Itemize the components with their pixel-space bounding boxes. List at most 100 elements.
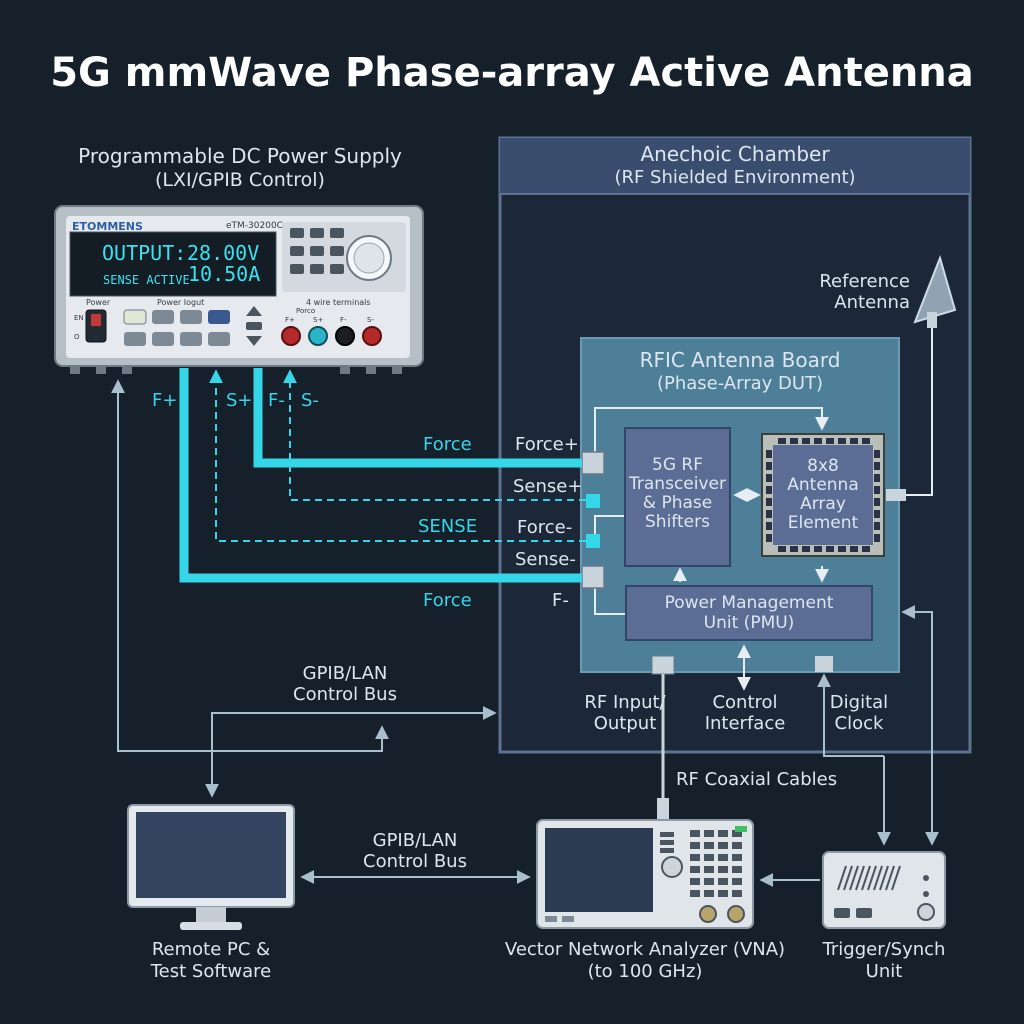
array-pad [838,546,846,552]
array-pad [802,438,810,444]
power-switch-rocker [91,314,101,326]
vna-key [690,842,700,849]
vent-slot [867,865,877,891]
vna-key [704,842,714,849]
port-label-force-minus: Force- [517,517,573,538]
port-label-sense-minus: Sense- [515,549,576,570]
digital-clock-label-2: Clock [834,713,884,734]
psu-power-label: Power [86,298,111,307]
array-pad [766,474,772,482]
array-pad [766,486,772,494]
chamber-subtitle: (RF Shielded Environment) [614,167,856,188]
array-pad [874,486,880,494]
bus-top-label-2: Control Bus [293,684,397,705]
page-title: 5G mmWave Phase-array Active Antenna [50,50,974,96]
vna-key [732,842,742,849]
pmu-block [625,585,873,641]
terminal-label-f-plus: F+ [285,316,295,324]
vna-key [732,890,742,897]
array-pad [766,462,772,470]
array-label-4: Element [787,513,859,533]
psu-keypad[interactable] [290,228,344,274]
psu-terminals[interactable] [281,326,382,346]
board-internal-trace [594,515,625,540]
board-internal-trace [594,585,625,615]
array-pad [802,546,810,552]
vna-key [718,842,728,849]
port-label-force-plus: Force+ [515,434,579,455]
array-pad [778,546,786,552]
array-pad [850,438,858,444]
wire-label-s-plus: S+ [226,390,253,411]
array-pad [850,546,858,552]
chamber-title: Anechoic Chamber [640,142,830,166]
vna-key [732,866,742,873]
board-subtitle: (Phase-Array DUT) [656,373,824,394]
vna-label-2: (to 100 GHz) [587,961,703,982]
trigger-label-2: Unit [865,961,903,982]
port-label-sense-plus: Sense+ [513,476,583,497]
vna-key [704,854,714,861]
transceiver-label-2: Transceiver [629,474,726,494]
vna-key [732,854,742,861]
pc-label-2: Test Software [150,961,272,982]
vna-key [718,866,728,873]
vna-key [704,866,714,873]
array-pad [874,498,880,506]
array-pad [826,546,834,552]
antenna-array-chip [761,433,885,557]
psu-brand-logo: ETOMMENS [72,220,143,233]
psu-force-small-label: Porco [296,307,316,315]
pc-label-1: Remote PC & [151,939,271,960]
wire-label-force-bottom: Force [423,590,472,611]
vent-slot [843,865,853,891]
terminal-label-s-minus: S- [367,316,374,324]
vna-key [732,878,742,885]
array-label-3: Array [800,494,846,514]
wire-label-f-plus: F+ [152,390,178,411]
vna-key [660,832,674,837]
pmu-label-2: Unit (PMU) [703,613,795,633]
array-pad [814,546,822,552]
reference-antenna-icon [913,254,957,328]
digital-clock-label-1: Digital [829,692,889,713]
vna-key [660,848,674,853]
port-force-plus [581,451,605,475]
trigger-to-clock [817,673,884,757]
psu-power-input-label: Power Iogut [157,298,205,307]
psu-current-readout: 10.50A [188,262,261,286]
array-pad [766,450,772,458]
transceiver-label-4: Shifters [645,512,710,532]
trigger-to-pmu [901,605,939,846]
control-interface-label-2: Interface [704,713,786,734]
vna-key [690,830,700,837]
wire-label-s-minus: S- [301,390,319,411]
rf-connector [651,655,675,675]
vna-key [718,878,728,885]
vent-slot [879,865,889,891]
vna-key [718,890,728,897]
psu-voltage-readout: 28.00V [187,241,260,265]
vna-key [718,830,728,837]
array-pad [766,510,772,518]
rf-coax-label: RF Coaxial Cables [676,769,838,790]
transceiver-block [624,427,731,567]
array-pad [874,534,880,542]
vent-slot [873,865,883,891]
wire-label-sense: SENSE [418,516,478,537]
psu-function-buttons[interactable] [123,306,262,346]
array-pad [766,522,772,530]
array-pad [778,438,786,444]
array-pad [814,438,822,444]
psu-switch-on-label: EN [74,314,84,322]
trigger-label-1: Trigger/Synch [822,939,946,960]
wire-label-f-minus: F- [268,390,285,411]
vent-slot [849,865,859,891]
board-internal-trace [594,407,829,455]
psu-heading: Programmable DC Power Supply [78,144,402,168]
vent-slot [837,865,847,891]
array-label-2: Antenna [787,475,859,495]
bus-bottom-label-2: Control Bus [363,851,467,872]
clock-connector [815,656,833,672]
